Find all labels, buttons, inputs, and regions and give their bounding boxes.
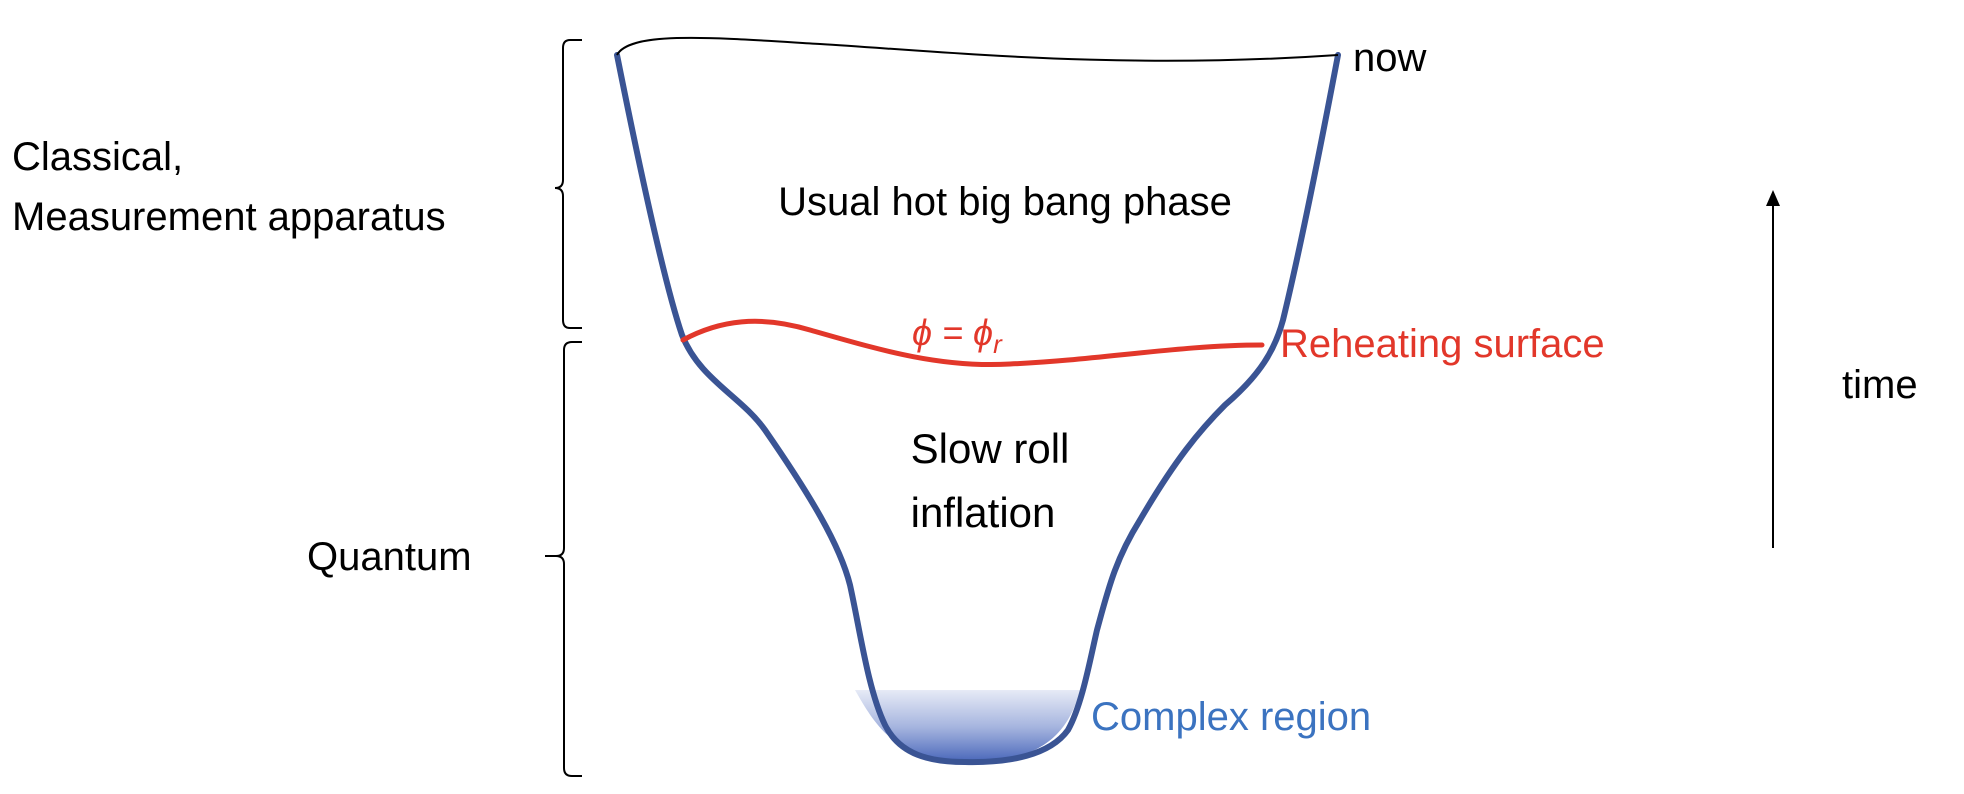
now-label: now (1353, 36, 1426, 80)
slow-roll-label-line2: inflation (911, 489, 1056, 536)
quantum-brace (545, 341, 582, 777)
slow-roll-label-line1: Slow roll (911, 425, 1070, 472)
classical-brace (554, 39, 582, 329)
funnel-outline (614, 52, 1341, 766)
time-label: time (1842, 363, 1918, 407)
reheating-surface-curve (680, 318, 1265, 368)
reheating-label: Reheating surface (1280, 322, 1605, 366)
hot-phase-label: Usual hot big bang phase (778, 180, 1232, 224)
now-surface (616, 36, 1339, 62)
time-arrow-icon (1766, 190, 1780, 206)
phi-label: ϕ = ϕr (912, 312, 1003, 359)
quantum-label: Quantum (307, 535, 472, 579)
classical-label-line1: Classical, (12, 135, 183, 179)
classical-label-line2: Measurement apparatus (12, 195, 446, 239)
complex-region-label: Complex region (1091, 695, 1371, 739)
